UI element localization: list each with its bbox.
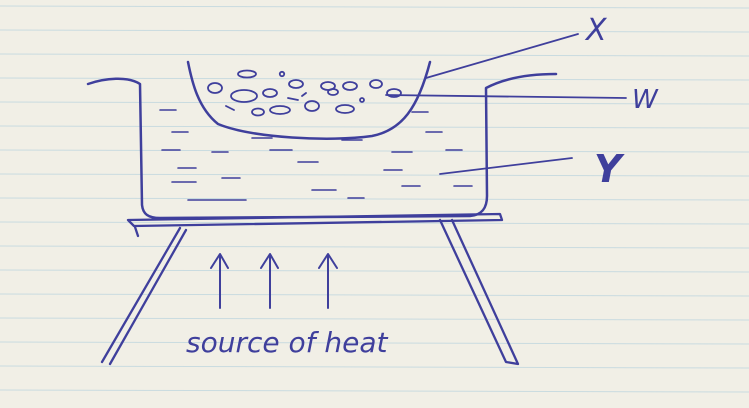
label-y: Y (594, 147, 625, 191)
heat-source-label: source of heat (186, 326, 389, 359)
label-x: X (584, 13, 608, 48)
label-w: W (632, 85, 659, 115)
